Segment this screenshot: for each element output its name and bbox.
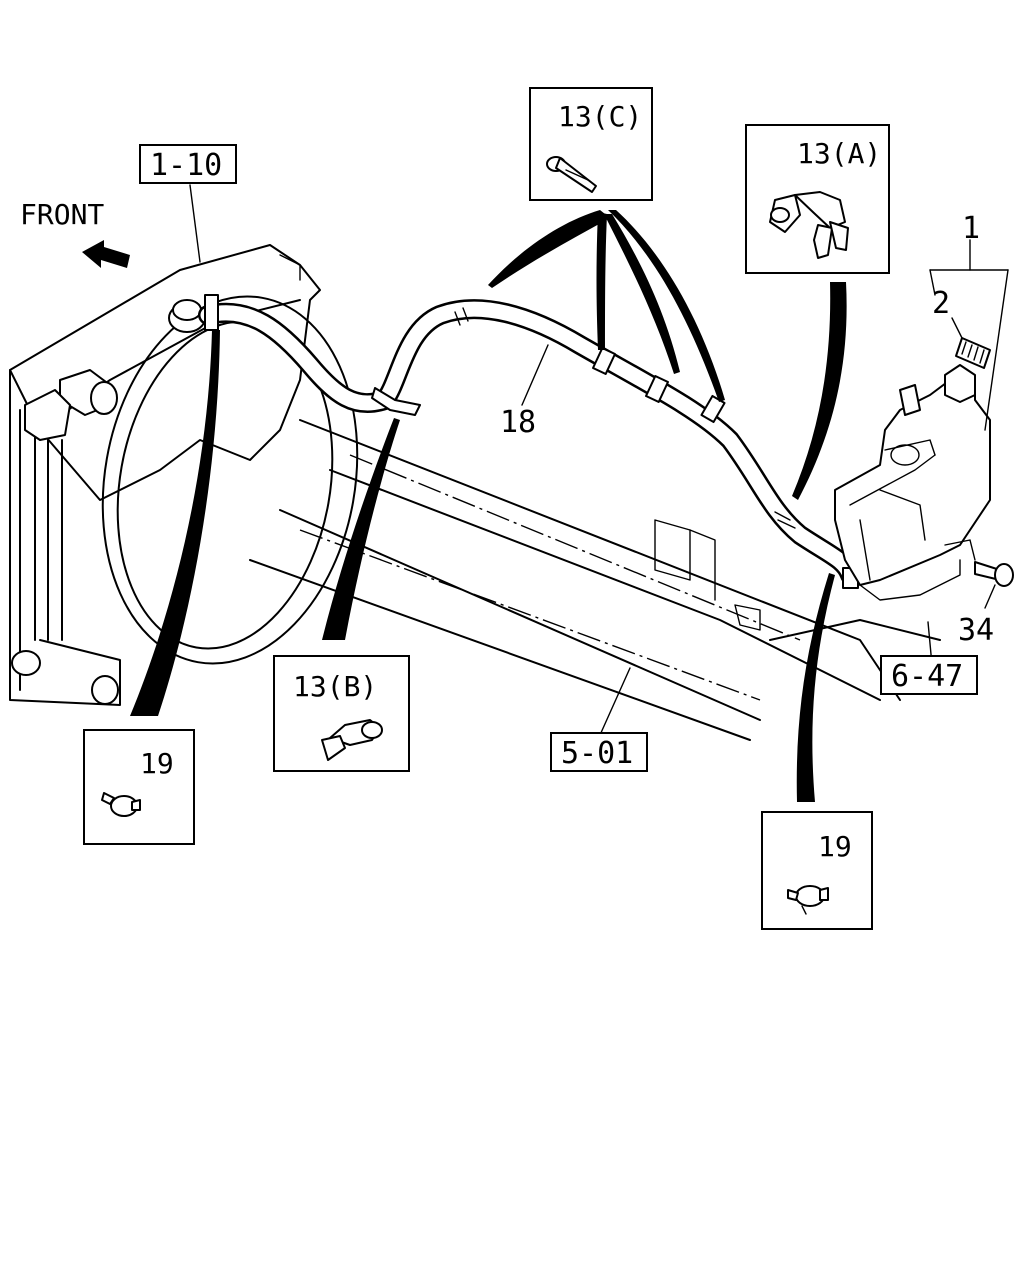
detail-clip-b: 13(B) xyxy=(273,655,410,772)
callout-clip-a: 13(A) xyxy=(797,137,881,170)
tank-cap xyxy=(955,337,991,369)
detail-clamp-left: 19 xyxy=(83,729,195,845)
callout-clip-b: 13(B) xyxy=(293,670,377,703)
callout-hose: 18 xyxy=(500,405,536,440)
ref-frame-label: 5-01 xyxy=(561,736,633,771)
detail-clip-c: 13(C) xyxy=(529,87,653,201)
hose-clips xyxy=(371,347,726,424)
ref-bracket-box: 6-47 xyxy=(880,655,978,695)
ref-radiator-label: 1-10 xyxy=(150,148,222,183)
bolt xyxy=(974,561,1014,587)
leader-lines xyxy=(119,141,1009,886)
ref-bracket-label: 6-47 xyxy=(891,659,963,694)
callout-tank: 1 xyxy=(962,211,980,246)
callout-clip-c: 13(C) xyxy=(558,100,642,133)
callout-bolt: 34 xyxy=(958,613,994,648)
clip-c-icon xyxy=(546,156,597,193)
front-label: FRONT xyxy=(20,198,104,231)
reserve-tank xyxy=(834,364,991,601)
detail-clamp-right: 19 xyxy=(761,811,873,930)
clamp-left-icon xyxy=(101,792,141,817)
callout-clamp-right: 19 xyxy=(818,830,852,863)
clip-b-icon xyxy=(321,719,383,761)
ref-radiator-box: 1-10 xyxy=(139,144,237,184)
front-direction-indicator: FRONT xyxy=(20,198,130,268)
callout-clamp-left: 19 xyxy=(140,747,174,780)
overflow-hose xyxy=(198,294,860,589)
ref-frame-box: 5-01 xyxy=(550,732,648,772)
front-arrow-icon xyxy=(82,240,130,268)
callout-cap: 2 xyxy=(932,286,950,321)
detail-clip-a: 13(A) xyxy=(745,124,890,274)
clamp-right-icon xyxy=(787,885,829,915)
clip-a-icon xyxy=(769,191,849,259)
